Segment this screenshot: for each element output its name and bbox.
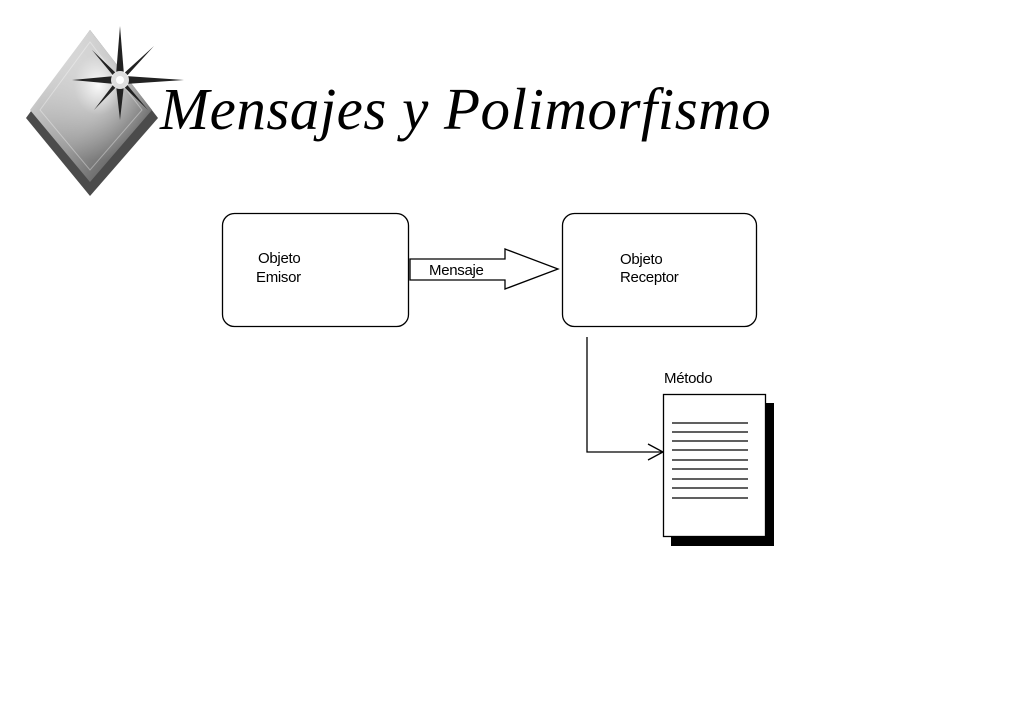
page-title: Mensajes y Polimorfismo (160, 76, 772, 142)
sender-label-line1: Objeto (258, 250, 301, 267)
sender-object-box (221, 212, 410, 328)
message-label: Mensaje (429, 262, 484, 279)
message-arrow (409, 248, 560, 290)
method-label: Método (664, 370, 713, 387)
diamond-starburst-icon (26, 26, 184, 196)
method-connector-line (586, 337, 663, 453)
sender-label-line2: Emisor (256, 269, 301, 286)
receiver-object-box (561, 212, 758, 328)
receiver-label-line1: Objeto (620, 251, 663, 268)
document-icon (662, 393, 774, 546)
receiver-label-line2: Receptor (620, 269, 679, 286)
